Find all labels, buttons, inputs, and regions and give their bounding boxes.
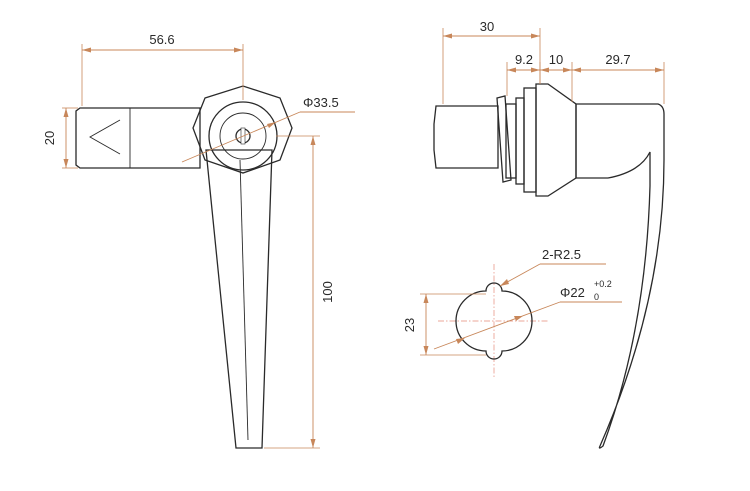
dim-width: 56.6 [149,32,174,47]
dim-overall: 30 [480,19,494,34]
front-view: 56.6 20 Φ33.5 100 [42,32,355,449]
dim-diameter: Φ33.5 [303,95,339,110]
side-tongue [433,105,499,169]
dim-seg3: 29.7 [605,52,630,67]
side-view: 30 9.2 10 29.7 [433,19,665,449]
front-nut [192,85,293,174]
dim-seg1: 9.2 [515,52,533,67]
panel-cutout: 2-R2.5 Φ22 +0.2 0 23 [402,247,622,378]
dim-length: 100 [320,281,335,303]
dim-cutout-diameter: Φ22 [560,285,585,300]
v-marker [89,119,121,155]
side-flange [535,83,577,197]
dim-tol-lower: 0 [594,292,599,302]
dim-tol-upper: +0.2 [594,279,612,289]
front-handle [205,149,273,449]
dim-cutout-height: 23 [402,318,417,332]
cylinder-inner [219,112,267,160]
front-tongue [75,107,201,169]
dim-seg2: 10 [549,52,563,67]
side-handle [575,103,665,449]
cutout-shape [455,282,533,360]
dim-height: 20 [42,131,57,145]
dim-radius: 2-R2.5 [542,247,581,262]
